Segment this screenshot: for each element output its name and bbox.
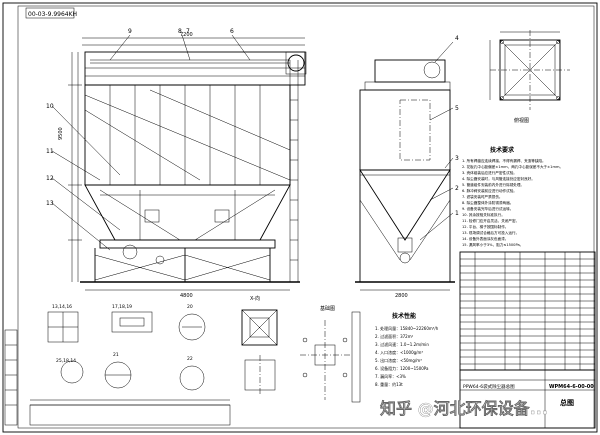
performance-item: 7. 漏风率：<3% xyxy=(375,373,406,379)
technical-requirements-block: 技术要求 1. 所有焊缝应连续焊接，不得有漏焊、夹渣等缺陷。 2. 花板孔中心距… xyxy=(462,146,563,247)
left-title-strip xyxy=(4,329,18,426)
base-plan-label: 基础图 xyxy=(320,305,335,312)
performance-item: 4. 入口浓度：<1000g/m³ xyxy=(375,349,423,355)
detail-callout: 25,18,14 xyxy=(56,358,76,364)
part-number-12: 12 xyxy=(46,175,54,182)
detail-callout: 13,14,16 xyxy=(52,304,72,310)
side-elevation-view: 2800 4 5 3 2 1 xyxy=(355,35,459,299)
part-number-9: 9 xyxy=(128,28,132,35)
tech-req-item: 4. 除尘器安装时，与风管连接处应密封良好。 xyxy=(462,176,535,181)
performance-item: 2. 过滤面积：372m² xyxy=(375,333,414,339)
part-number-8: 8 xyxy=(178,28,182,35)
performance-title: 技术性能 xyxy=(392,312,416,320)
part-number-4: 4 xyxy=(455,35,459,42)
tech-req-item: 5. 管道组件安装前内外进行除锈处理。 xyxy=(462,182,524,187)
section-x-view: X-向 xyxy=(241,295,278,395)
detail-callout: 22 xyxy=(187,356,193,362)
title-block-sheet-label: 总图 xyxy=(560,398,574,407)
drawing-number: 00-03-9.9964KH xyxy=(28,11,77,18)
performance-item: 1. 处理风量：15840~22260m³/h xyxy=(375,325,439,331)
part-number-1: 1 xyxy=(455,210,459,217)
part-number-11: 11 xyxy=(46,148,54,155)
tech-req-item: 1. 所有焊缝应连续焊接，不得有漏焊、夹渣等缺陷。 xyxy=(462,158,546,163)
detail-callout: 17,18,19 xyxy=(112,304,132,310)
detail-views-row: 13,14,16 17,18,19 20 25,18,14 21 22 xyxy=(29,304,231,426)
tech-req-item: 7. 滤袋安装时严禁损伤。 xyxy=(462,194,503,199)
title-block-drawing-code: WPM64-6-00-00 xyxy=(549,384,594,390)
tech-req-item: 15. 漏风率小于3%，阻力≤1500Pa。 xyxy=(462,242,523,247)
parts-list-table xyxy=(459,251,596,371)
dim-bottom-side: 2800 xyxy=(395,293,408,299)
front-elevation-view: 7200 xyxy=(46,28,307,299)
top-view: 俯视图 xyxy=(489,30,570,124)
top-view-label: 俯视图 xyxy=(514,117,529,124)
title-block-product-name: PPW64-6袋式除尘器总图 xyxy=(463,383,515,390)
title-block: WPM64-6-00-00 PPW64-6袋式除尘器总图 总图 xyxy=(459,369,596,429)
section-x-label: X-向 xyxy=(250,295,260,302)
dim-bottom-front: 4800 xyxy=(180,293,193,299)
part-number-5: 5 xyxy=(455,105,459,112)
part-number-10: 10 xyxy=(46,103,54,110)
tech-req-item: 6. 脉冲阀安装前应进行动作试验。 xyxy=(462,188,517,193)
base-plan-view: 基础图 xyxy=(300,305,361,403)
tech-req-title: 技术要求 xyxy=(490,146,515,154)
performance-item: 6. 设备阻力：1200~1500Pa xyxy=(375,365,429,371)
drawing-number-box: 00-03-9.9964KH xyxy=(25,7,77,19)
part-number-2: 2 xyxy=(455,185,459,192)
performance-item: 8. 重量：约13t xyxy=(375,381,403,387)
part-number-7: 7 xyxy=(186,28,190,35)
tech-req-item: 13. 现场调试合格后方可投入运行。 xyxy=(462,230,519,235)
performance-item: 3. 过滤风速：1.0~1.2m/min xyxy=(375,341,429,347)
watermark-text: 知乎 @河北环保设备... xyxy=(380,399,548,418)
performance-item: 5. 出口浓度：<50mg/m³ xyxy=(375,357,422,363)
dim-top: 7200 xyxy=(180,32,193,38)
tech-req-item: 10. 其余按相关标准执行。 xyxy=(462,212,505,217)
detail-callout: 21 xyxy=(113,352,119,358)
performance-block: 技术性能 1. 处理风量：15840~22260m³/h 2. 过滤面积：372… xyxy=(375,312,439,387)
inner-border xyxy=(17,5,595,429)
tech-req-item: 14. 设备外表面涂灰色面漆。 xyxy=(462,236,508,241)
detail-callout: 20 xyxy=(187,304,193,310)
part-number-3: 3 xyxy=(455,155,459,162)
tech-req-item: 9. 设备安装完毕后进行试运转。 xyxy=(462,206,513,211)
tech-req-item: 12. 平台、梯子按国标制作。 xyxy=(462,224,508,229)
tech-req-item: 2. 花板孔中心距偏差±1mm，两孔中心距误差不大于±1mm。 xyxy=(462,164,563,169)
part-number-13: 13 xyxy=(46,200,54,207)
tech-req-item: 8. 除尘器整体外涂防锈漆两遍。 xyxy=(462,200,513,205)
part-number-6: 6 xyxy=(230,28,234,35)
dim-left-total: 9500 xyxy=(58,127,64,140)
tech-req-item: 3. 壳体组装后应进行严密性试验。 xyxy=(462,170,517,175)
tech-req-item: 11. 检修门应开启灵活，关闭严密。 xyxy=(462,218,519,223)
